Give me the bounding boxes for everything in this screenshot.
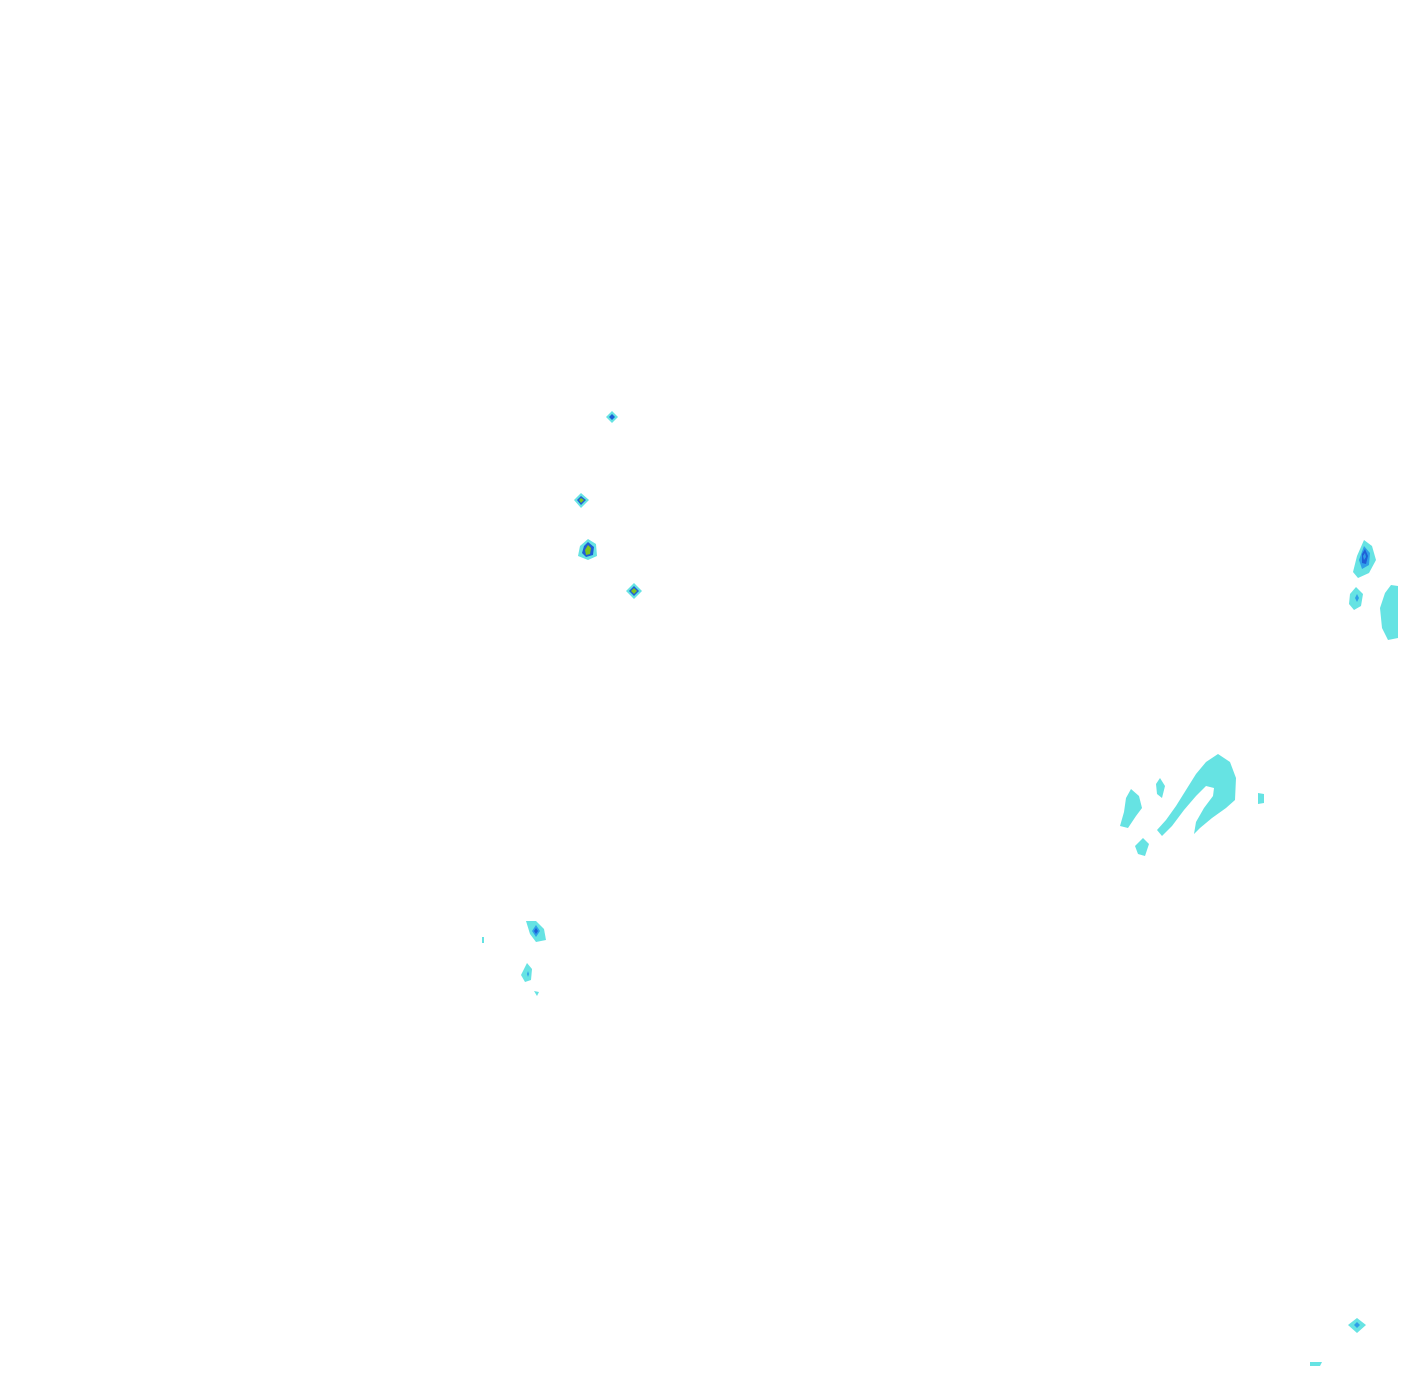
cell-c4 (1135, 838, 1149, 856)
cell-c5 (1258, 793, 1264, 804)
cell-c2 (1120, 789, 1142, 828)
cell-a1-inner (609, 414, 615, 420)
cell-e2 (1310, 1362, 1322, 1366)
cell-a3-core (585, 545, 591, 555)
cell-c3 (1156, 778, 1165, 798)
cell-d2-core (527, 971, 529, 977)
cell-cluster-e (1310, 1318, 1366, 1366)
cell-cluster-c (1120, 754, 1264, 856)
cell-cluster-a (574, 411, 642, 599)
cell-a4-core (631, 588, 637, 594)
cell-b2-core (1355, 594, 1359, 602)
cell-cluster-d (482, 921, 546, 996)
cell-d1-core (534, 928, 538, 934)
cell-b1-core (1363, 553, 1366, 560)
cell-b3-outer (1380, 585, 1398, 640)
cell-a2-core (579, 498, 584, 503)
cell-c1-main (1157, 754, 1236, 836)
cell-cluster-b (1349, 540, 1398, 640)
cell-d3 (482, 937, 484, 943)
cell-e1-core (1354, 1322, 1360, 1328)
cell-d4 (534, 991, 539, 996)
cell-d2 (521, 963, 532, 982)
